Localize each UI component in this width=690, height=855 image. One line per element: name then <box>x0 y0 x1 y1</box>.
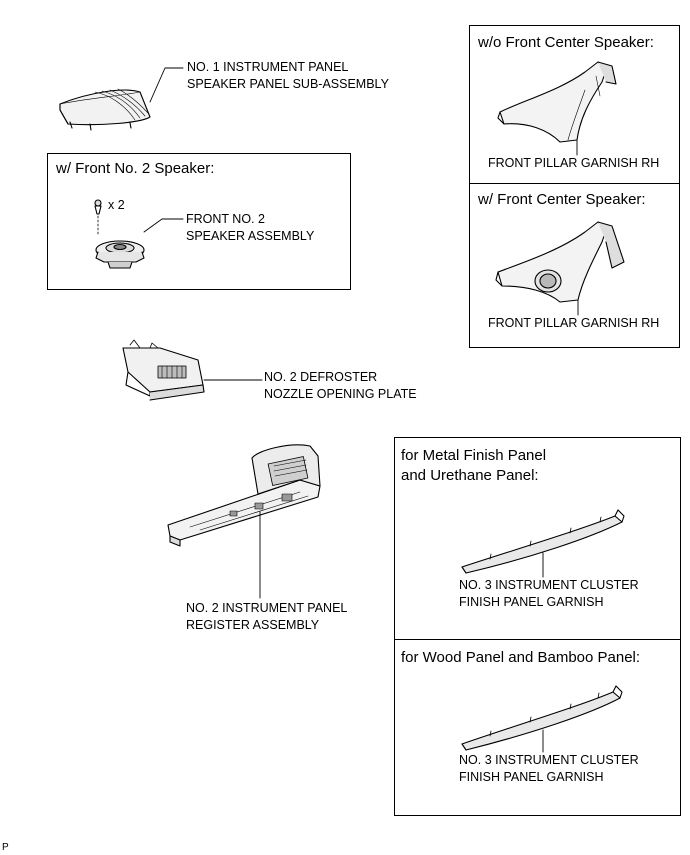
label-pillar-garnish-1: FRONT PILLAR GARNISH RH <box>488 156 660 170</box>
box-cluster-divider <box>394 639 681 640</box>
header-front-no2-speaker: w/ Front No. 2 Speaker: <box>56 160 215 177</box>
label-speaker-panel-sub-assembly: NO. 1 INSTRUMENT PANEL SPEAKER PANEL SUB… <box>187 60 389 91</box>
corner-mark: P <box>2 842 9 853</box>
label-cluster-garnish-2: NO. 3 INSTRUMENT CLUSTER FINISH PANEL GA… <box>459 753 639 784</box>
pillar-garnish-drawing-1 <box>497 61 617 156</box>
header-wood-bamboo-panel: for Wood Panel and Bamboo Panel: <box>401 649 641 666</box>
cluster-garnish-drawing-2 <box>461 685 623 753</box>
cluster-garnish-drawing-1 <box>461 509 625 578</box>
box-front-no2-speaker <box>47 153 351 290</box>
speaker-panel-drawing <box>59 67 184 131</box>
box-pillar-divider <box>469 183 680 184</box>
label-screw-quantity: x 2 <box>108 198 125 212</box>
header-w-front-center-speaker: w/ Front Center Speaker: <box>478 191 646 208</box>
pillar-garnish-drawing-2 <box>495 221 625 316</box>
label-pillar-garnish-2: FRONT PILLAR GARNISH RH <box>488 316 660 330</box>
defroster-plate-drawing <box>122 339 263 401</box>
header-wo-front-center-speaker: w/o Front Center Speaker: <box>478 34 654 51</box>
box-pillar-garnish-group <box>469 25 680 348</box>
box-cluster-garnish-group <box>394 437 681 816</box>
label-front-no2-speaker-assembly: FRONT NO. 2 SPEAKER ASSEMBLY <box>186 212 315 243</box>
header-metal-urethane-panel: for Metal Finish Panel and Urethane Pane… <box>401 447 547 484</box>
label-defroster-nozzle-plate: NO. 2 DEFROSTER NOZZLE OPENING PLATE <box>264 370 417 401</box>
register-assembly-drawing <box>167 444 321 599</box>
label-register-assembly: NO. 2 INSTRUMENT PANEL REGISTER ASSEMBLY <box>186 601 348 632</box>
label-cluster-garnish-1: NO. 3 INSTRUMENT CLUSTER FINISH PANEL GA… <box>459 578 639 609</box>
front-no2-speaker-drawing <box>94 199 184 269</box>
